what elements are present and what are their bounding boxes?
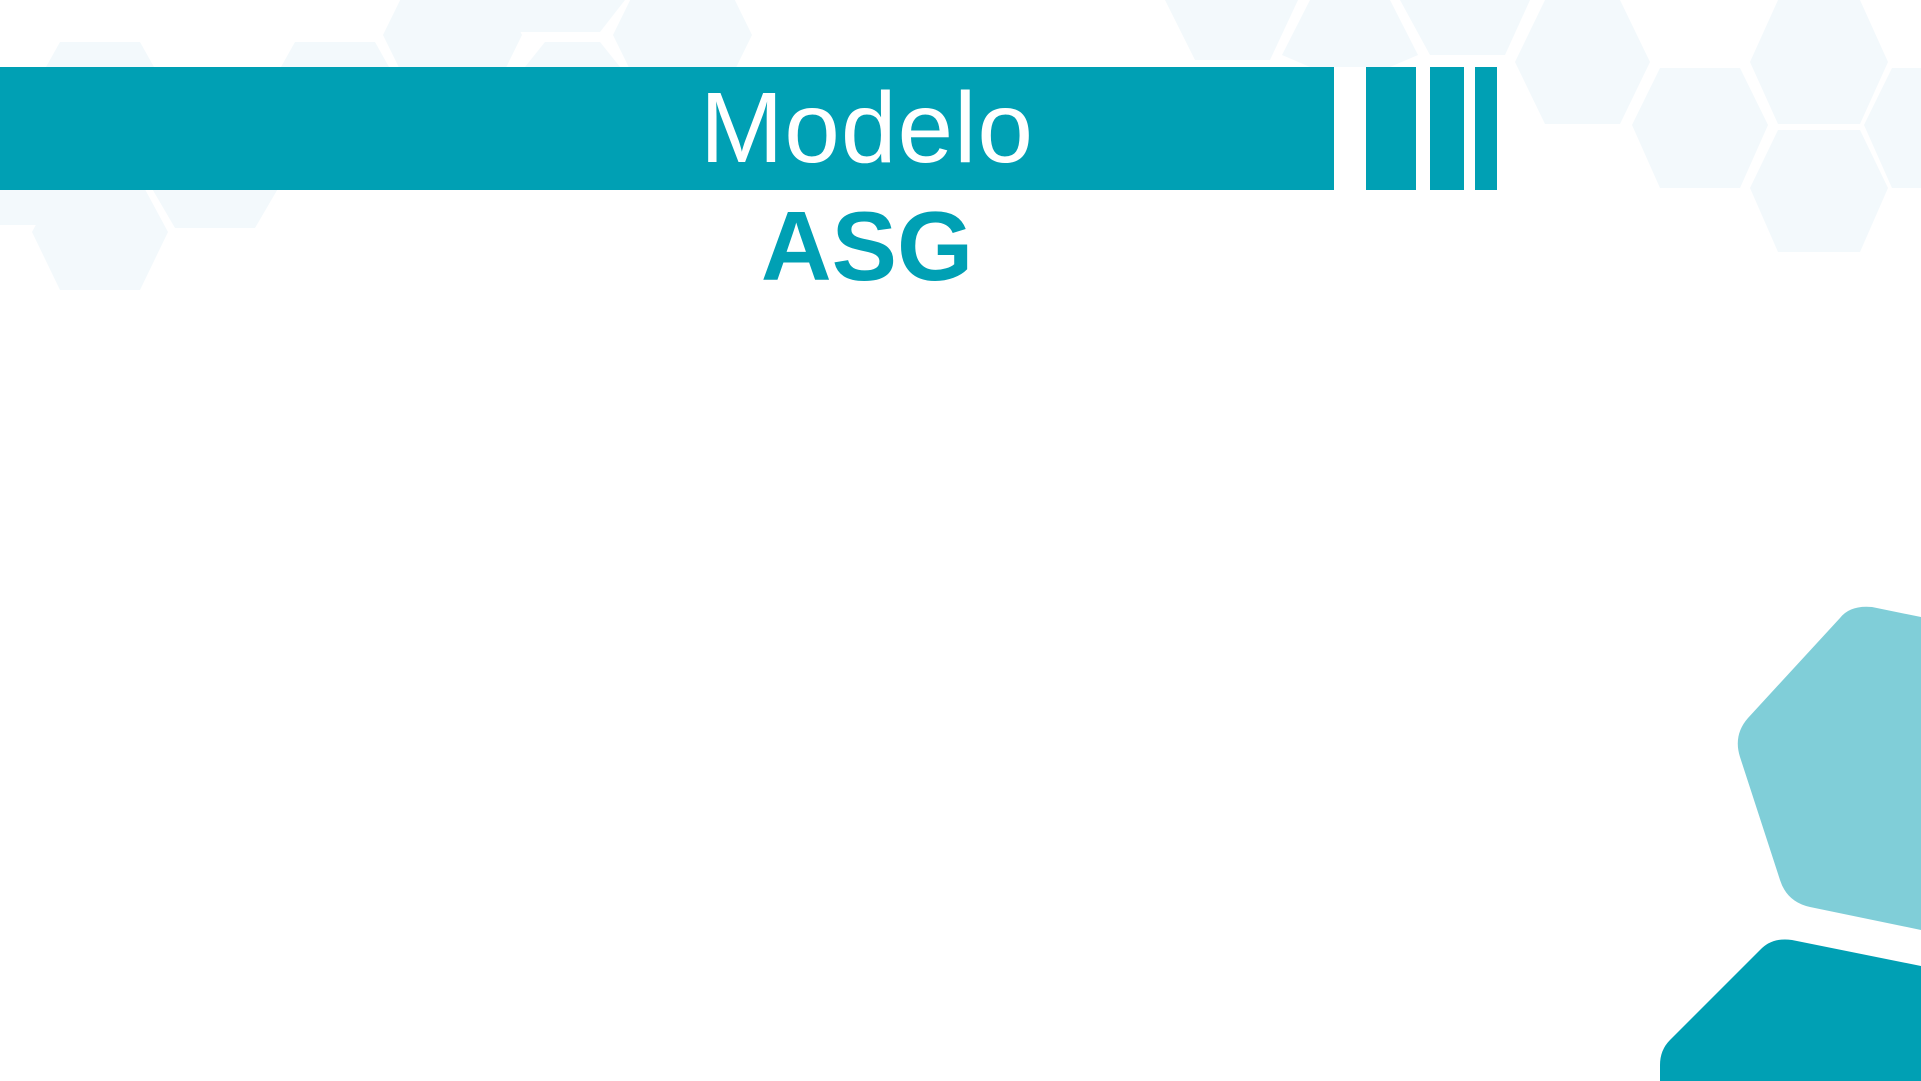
title-stripe (1366, 67, 1416, 190)
title-bar (0, 67, 1334, 190)
slide-subtitle: ASG (760, 191, 974, 301)
title-stripe (1430, 67, 1464, 190)
title-stripe (1475, 67, 1497, 190)
slide-title: Modelo (700, 72, 1034, 184)
